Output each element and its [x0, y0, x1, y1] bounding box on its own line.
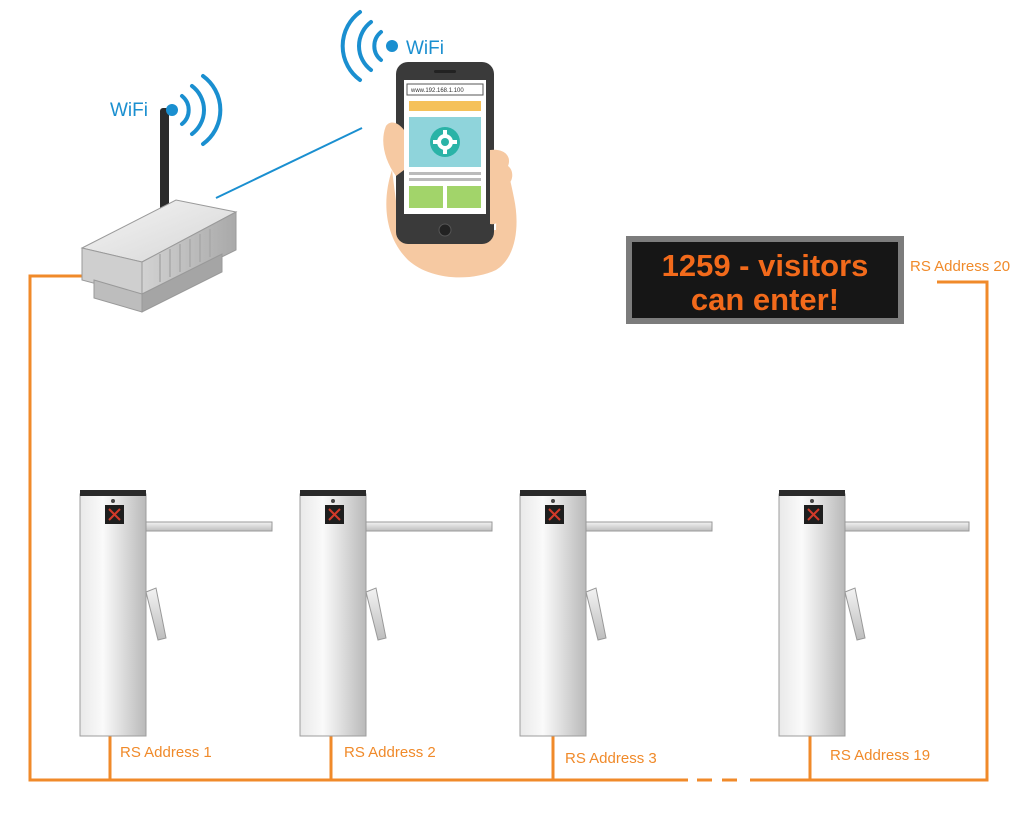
turnstile-post	[79, 493, 147, 737]
phone-header-bar	[409, 101, 481, 111]
sign-line-2: can enter!	[691, 282, 839, 317]
turnstile-post	[778, 493, 846, 737]
led-display-sign: 1259 - visitors can enter! RS Address 20	[626, 236, 1010, 324]
phone-url-bar	[406, 83, 484, 96]
phone-home-button	[438, 223, 452, 237]
hand-fingers	[490, 149, 513, 225]
phone-text-line-2	[409, 178, 481, 181]
bus-right-return	[750, 280, 989, 782]
turnstile-19	[778, 490, 970, 737]
router-wifi-label: WiFi	[110, 100, 148, 121]
sign-rs-address-label: RS Address 20	[910, 258, 1010, 275]
router-side	[141, 211, 237, 297]
indicator-cross-icon	[548, 508, 561, 521]
phone-wifi-label: WiFi	[406, 38, 444, 59]
turnstile-arm-horizontal	[145, 521, 273, 532]
hand-palm	[386, 150, 517, 278]
phone-text-line-1	[409, 172, 481, 175]
wifi-link-line	[215, 127, 363, 199]
turnstile-2	[299, 490, 493, 737]
turnstile-arm-horizontal	[585, 521, 713, 532]
turnstile-arm-diagonal	[145, 587, 167, 641]
turnstile-1-rs-label: RS Address 1	[120, 744, 212, 761]
turnstile-post	[519, 493, 587, 737]
router-base-side	[141, 253, 223, 313]
smartphone-in-hand: www.192.168.1.100 WiFi	[340, 10, 517, 278]
turnstile-3-rs-label: RS Address 3	[565, 750, 657, 767]
phone-speaker	[434, 70, 456, 73]
phone-tile-right	[447, 186, 481, 208]
turnstile-post	[299, 493, 367, 737]
turnstile-cap	[80, 490, 146, 496]
rs-bus-wiring	[28, 274, 989, 782]
phone-wifi-dot	[386, 40, 398, 52]
phone-tile-left	[409, 186, 443, 208]
turnstile-led-dot	[111, 499, 115, 503]
turnstile-cap	[300, 490, 366, 496]
phone-wifi-waves-icon	[340, 10, 383, 82]
gear-icon	[430, 127, 460, 157]
router-vents	[159, 229, 211, 282]
turnstile-1	[79, 490, 273, 737]
turnstile-arm-horizontal	[365, 521, 493, 532]
bus-left-drop	[28, 274, 688, 782]
router-wifi-waves-icon	[180, 74, 223, 146]
router-wifi-dot	[166, 104, 178, 116]
turnstile-cap	[779, 490, 845, 496]
turnstile-3	[519, 490, 713, 737]
wifi-controller-device: WiFi	[80, 74, 238, 313]
turnstile-cap	[520, 490, 586, 496]
turnstile-arm-horizontal	[844, 521, 970, 532]
hand-thumb	[383, 122, 404, 176]
router-antenna	[160, 108, 169, 226]
turnstile-arm-diagonal	[585, 587, 607, 641]
turnstile-arm-diagonal	[365, 587, 387, 641]
sign-screen	[632, 242, 898, 318]
indicator-cross-icon	[108, 508, 121, 521]
sign-line-1: 1259 - visitors	[662, 248, 869, 283]
turnstile-led-dot	[331, 499, 335, 503]
turnstile-arm-diagonal	[844, 587, 866, 641]
turnstile-2-rs-label: RS Address 2	[344, 744, 436, 761]
indicator-cross-icon	[328, 508, 341, 521]
turnstile-19-rs-label: RS Address 19	[830, 747, 930, 764]
turnstile-led-dot	[551, 499, 555, 503]
turnstile-led-dot	[810, 499, 814, 503]
phone-url-text: www.192.168.1.100	[410, 88, 464, 94]
indicator-cross-icon	[807, 508, 820, 521]
